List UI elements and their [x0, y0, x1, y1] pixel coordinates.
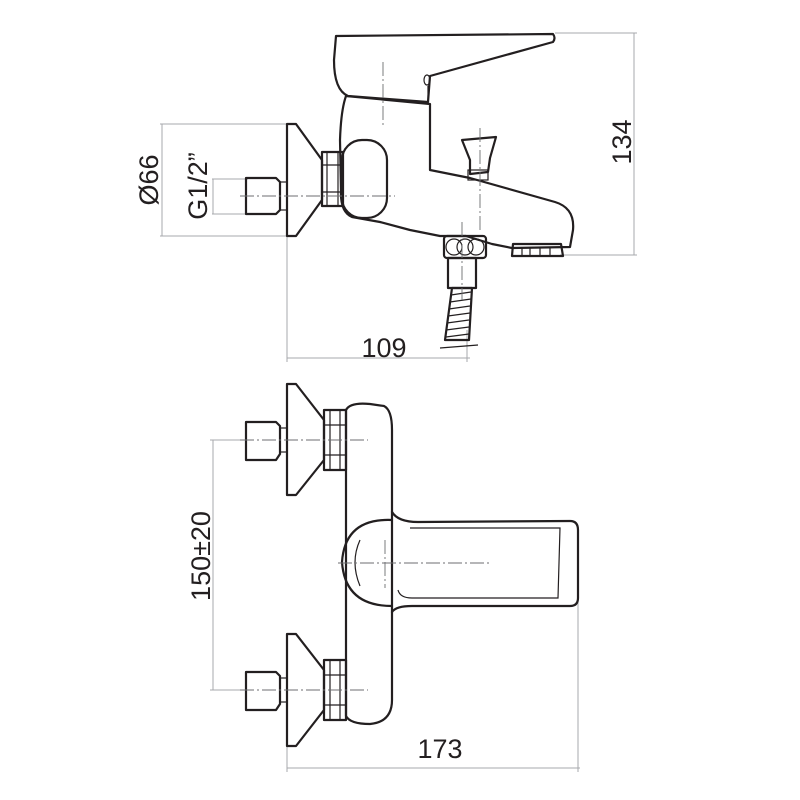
side-spout-outlet [510, 242, 565, 258]
side-flexible-hose [439, 286, 479, 349]
side-view [160, 32, 637, 362]
side-hose-connector [442, 234, 488, 290]
front-upper-inlet [244, 382, 348, 497]
height-label: 134 [607, 119, 637, 164]
side-body [338, 94, 575, 250]
front-spout [390, 510, 580, 614]
side-cartridge-cap [340, 138, 389, 220]
side-diverter-knob [460, 135, 498, 176]
front-view-center-lines [240, 439, 492, 691]
flange-diameter-label: Ø66 [134, 154, 164, 205]
front-handle [340, 518, 394, 608]
front-vertical-body [344, 402, 394, 726]
projection-label: 109 [361, 333, 406, 363]
side-handle-lever [332, 32, 556, 104]
front-view [210, 382, 580, 772]
center-distance-label: 150±20 [186, 511, 216, 601]
overall-width-label: 173 [417, 734, 462, 764]
side-wall-flange [285, 122, 324, 238]
side-view-center-lines [240, 62, 481, 300]
side-view-dimension-lines [160, 32, 637, 362]
thread-size-label: G1/2” [183, 152, 213, 220]
front-lower-inlet [244, 632, 348, 748]
